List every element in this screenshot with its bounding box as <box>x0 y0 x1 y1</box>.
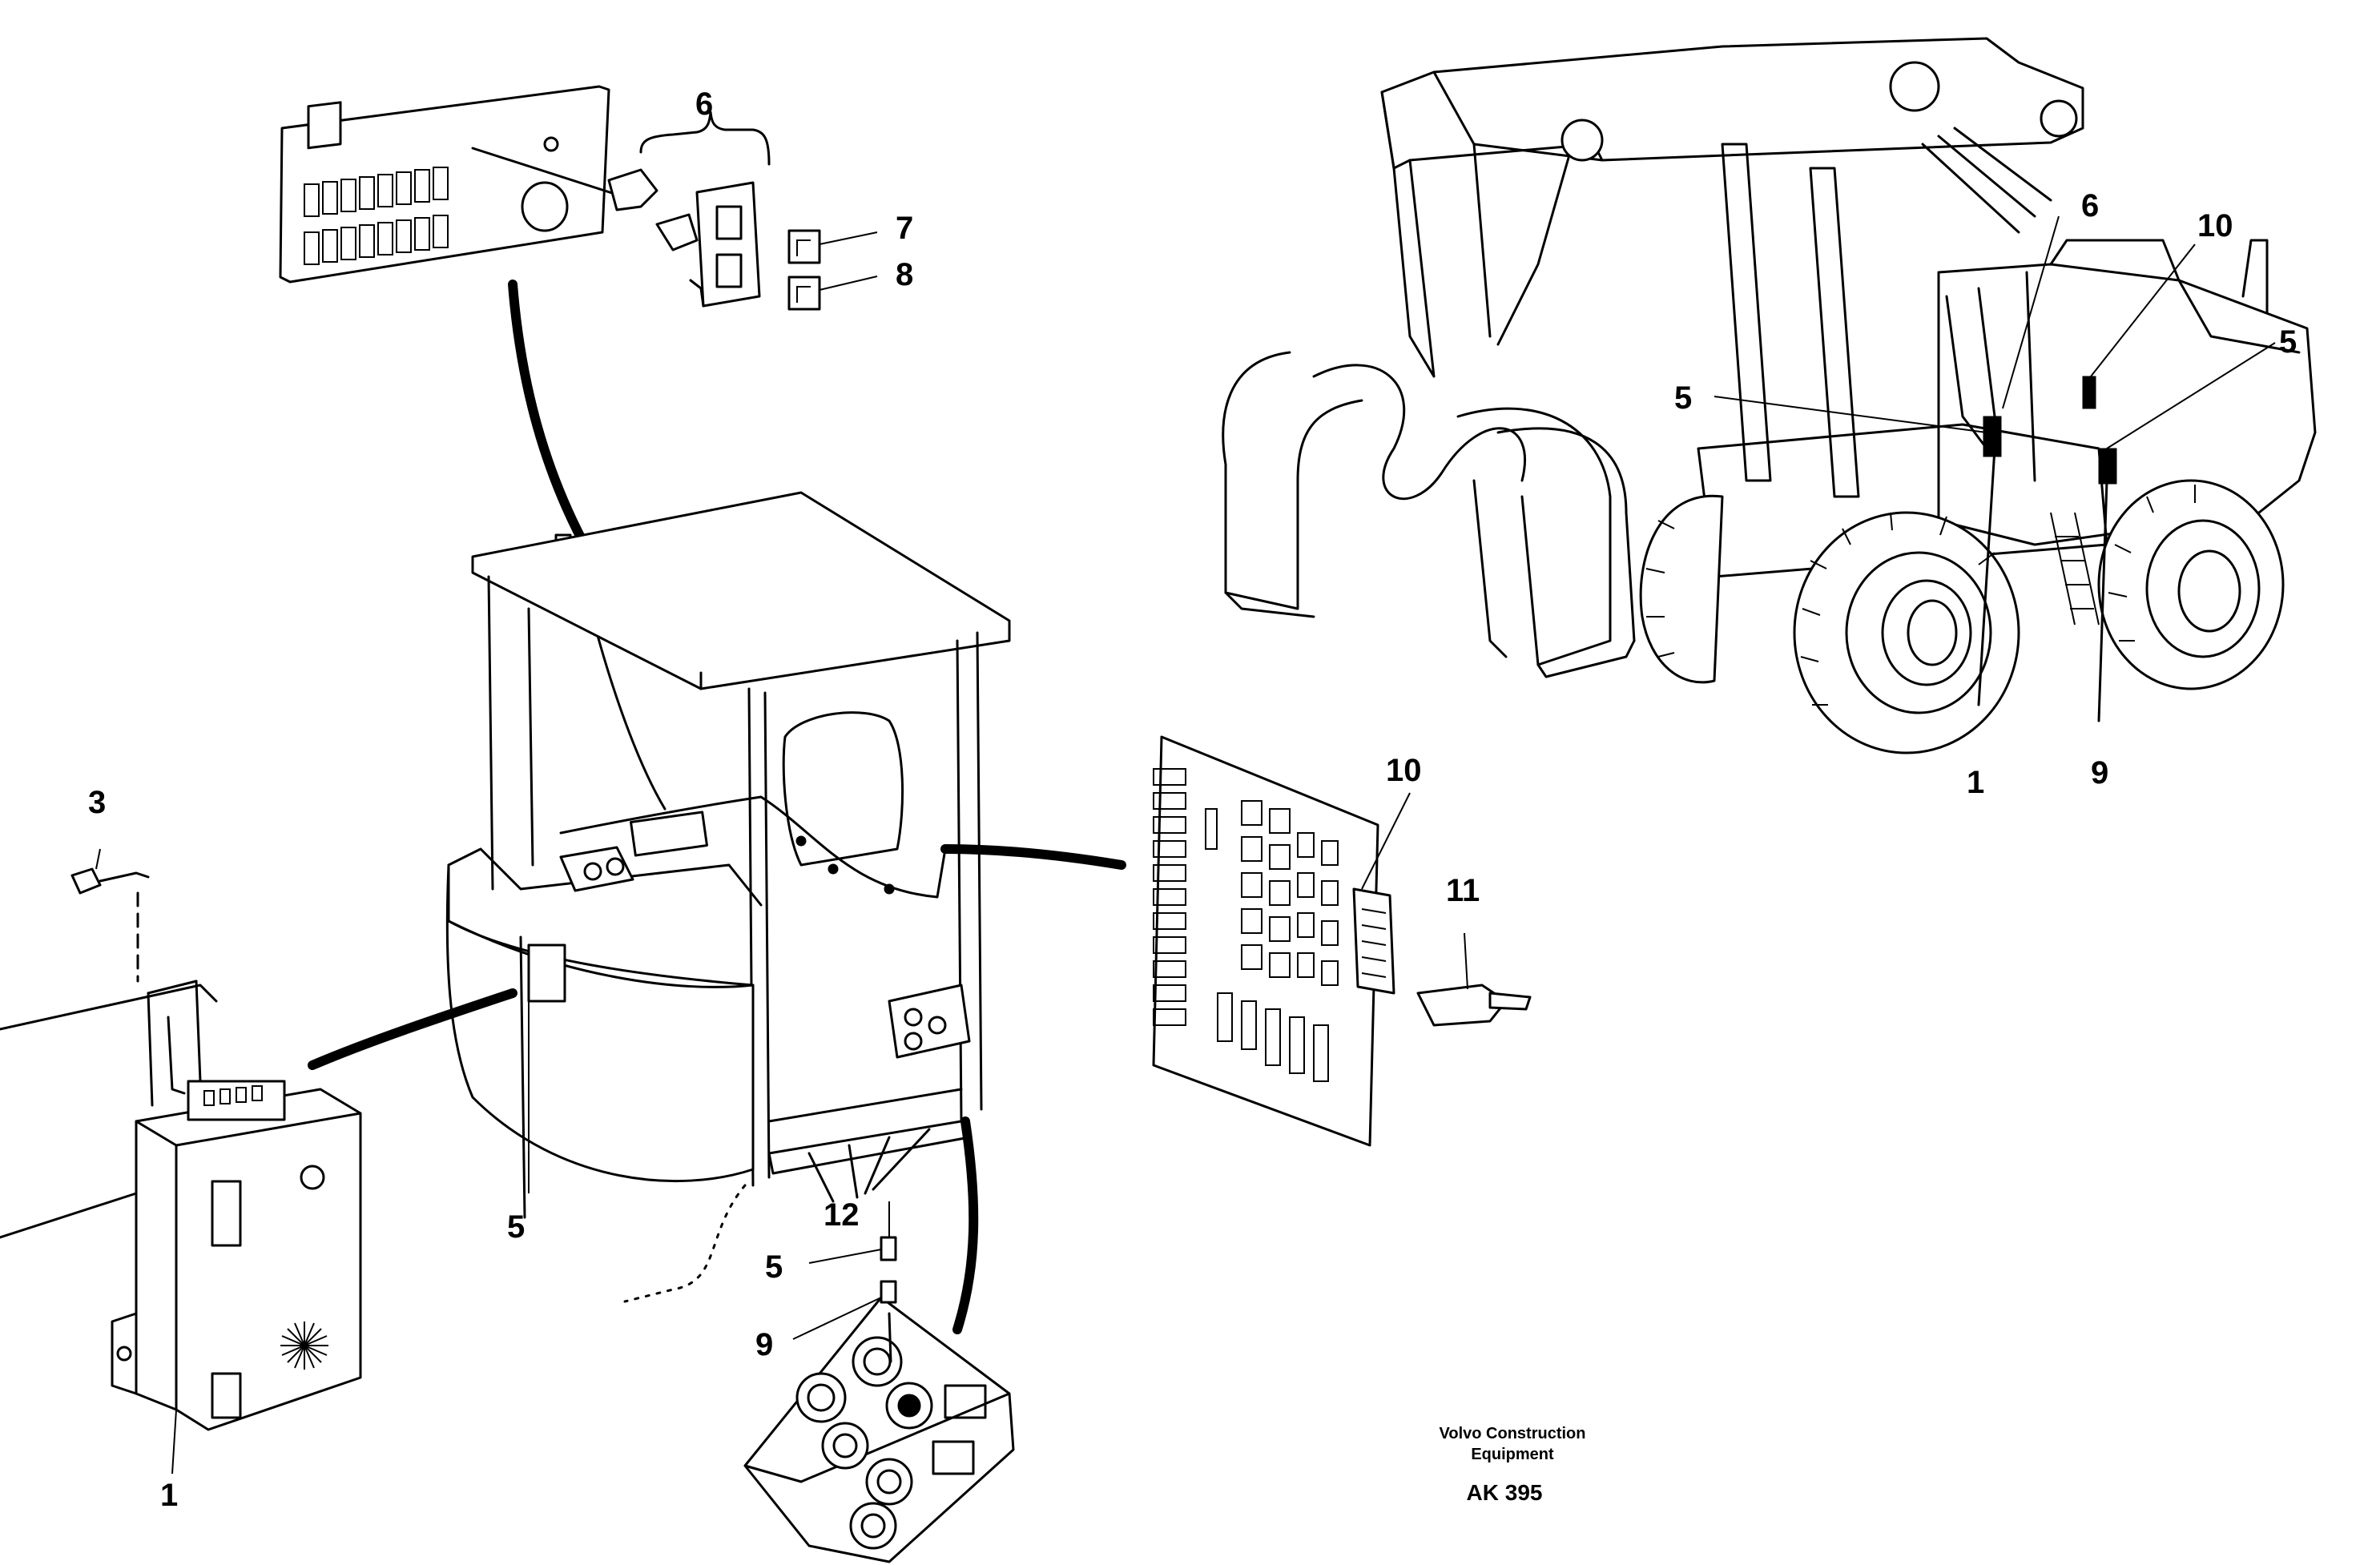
callout-tr-6: 6 <box>2081 188 2099 223</box>
callout-tr-5b: 5 <box>2279 324 2297 360</box>
cab-unit-cable <box>308 988 517 1070</box>
log-loader-machine <box>1222 37 2317 754</box>
bottom-part-5 <box>880 1236 897 1261</box>
callout-bottom-5: 5 <box>765 1249 783 1285</box>
panel-cable <box>508 280 594 557</box>
callout-left-3: 3 <box>88 785 106 820</box>
callout-tr-1: 1 <box>1967 765 1984 800</box>
callout-board-10: 10 <box>1386 753 1422 788</box>
callout-left-1: 1 <box>160 1478 178 1513</box>
cab-board-cable <box>940 844 1126 870</box>
callout-bottom-9: 9 <box>755 1327 773 1362</box>
callout-panel-6: 6 <box>695 86 713 122</box>
lower-control-panel <box>743 1280 1015 1563</box>
control-unit <box>0 891 362 1474</box>
callout-tr-5a: 5 <box>1674 380 1692 416</box>
callout-panel-7: 7 <box>896 211 913 246</box>
cab-wire <box>595 631 666 811</box>
bolt-part <box>70 848 150 895</box>
cab-bottom-cable <box>952 1116 979 1334</box>
credit-code: AK 395 <box>1467 1480 1543 1505</box>
operator-cab <box>445 491 1011 1303</box>
fuse-part <box>1416 932 1532 1027</box>
callout-panel-8: 8 <box>896 257 913 292</box>
credit-line2: Equipment <box>1471 1446 1554 1463</box>
switch-panel <box>279 85 878 311</box>
callout-tr-10: 10 <box>2197 208 2233 243</box>
callout-labels: 6 10 5 5 1 9 6 7 8 3 1 5 10 11 12 5 9 <box>88 86 2297 1513</box>
credit-block: Volvo Construction Equipment AK 395 <box>1440 1425 1586 1505</box>
callout-left-5: 5 <box>507 1209 525 1245</box>
callout-tr-9: 9 <box>2091 755 2108 791</box>
callout-fuse-11: 11 <box>1446 873 1480 908</box>
credit-line1: Volvo Construction <box>1440 1425 1586 1442</box>
circuit-board <box>1152 735 1411 1147</box>
callout-bottom-12: 12 <box>824 1197 860 1233</box>
